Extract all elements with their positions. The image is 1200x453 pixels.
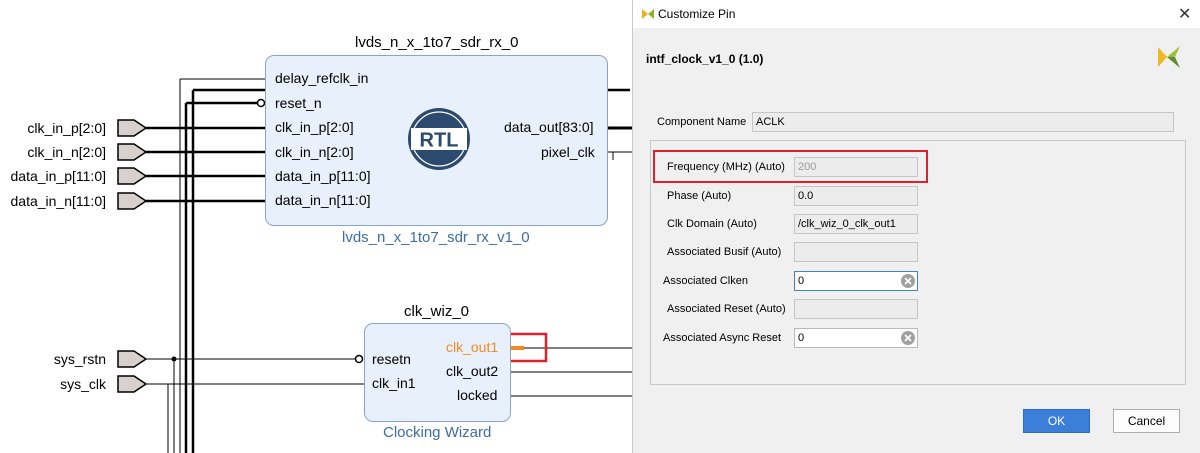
- clear-clken-icon[interactable]: [901, 274, 915, 288]
- associated-async-reset-field[interactable]: 0: [794, 328, 918, 348]
- vivado-logo-icon: [1158, 46, 1180, 68]
- pin-clk-out1[interactable]: clk_out1: [446, 339, 499, 355]
- cancel-button[interactable]: Cancel: [1113, 409, 1180, 433]
- dialog-title: Customize Pin: [658, 7, 736, 21]
- port-clk-in-p[interactable]: [117, 119, 265, 137]
- port-clk-in-n[interactable]: [117, 143, 265, 161]
- component-name-label: Component Name: [657, 116, 747, 128]
- ext-port-sys-rstn[interactable]: sys_rstn: [53, 351, 106, 367]
- port-sys-rstn[interactable]: [117, 350, 364, 368]
- component-name-field[interactable]: ACLK: [752, 112, 1174, 132]
- pin-clk-in-n[interactable]: clk_in_n[2:0]: [275, 144, 354, 160]
- ip-title: intf_clock_v1_0 (1.0): [646, 52, 764, 66]
- ext-port-sys-clk[interactable]: sys_clk: [60, 376, 106, 392]
- associated-clken-label: Associated Clken: [663, 275, 748, 287]
- pin-clk-out2[interactable]: clk_out2: [446, 363, 499, 379]
- frequency-label: Frequency (MHz) (Auto): [667, 161, 785, 173]
- ext-port-data-in-n[interactable]: data_in_n[11:0]: [10, 193, 107, 209]
- phase-label: Phase (Auto): [667, 190, 732, 202]
- clk-wiz-instance-name: clk_wiz_0: [404, 303, 470, 320]
- clk-wiz-block[interactable]: [364, 323, 511, 422]
- pin-pixel-clk[interactable]: pixel_clk: [541, 144, 595, 160]
- lvds-instance-name: lvds_n_x_1to7_sdr_rx_0: [355, 34, 519, 51]
- associated-reset-field[interactable]: [794, 299, 918, 319]
- dialog-titlebar[interactable]: Customize Pin ✕: [633, 0, 1200, 28]
- clk-domain-field[interactable]: /clk_wiz_0_clk_out1: [794, 214, 918, 234]
- clear-async-reset-icon[interactable]: [901, 331, 915, 345]
- pin-data-in-p[interactable]: data_in_p[11:0]: [275, 168, 371, 184]
- customize-pin-dialog[interactable]: Customize Pin ✕ intf_clock_v1_0 (1.0) Co…: [632, 0, 1200, 453]
- associated-busif-field[interactable]: [794, 242, 918, 262]
- rtl-logo-icon: RTL: [408, 108, 470, 170]
- pin-data-out[interactable]: data_out[83:0]: [504, 119, 594, 135]
- pin-data-in-n[interactable]: data_in_n[11:0]: [275, 192, 371, 208]
- associated-async-reset-value: 0: [798, 332, 805, 344]
- port-data-in-p[interactable]: [117, 167, 265, 185]
- port-sys-clk[interactable]: [117, 375, 364, 393]
- clk-wiz-module-name: Clocking Wizard: [383, 424, 492, 441]
- rtl-logo-text: RTL: [420, 130, 459, 152]
- pin-resetn[interactable]: resetn: [372, 351, 411, 367]
- pin-reset-n[interactable]: reset_n: [275, 95, 322, 111]
- lvds-module-name: lvds_n_x_1to7_sdr_rx_v1_0: [342, 229, 530, 246]
- pin-clk-in1[interactable]: clk_in1: [372, 375, 416, 391]
- clk-domain-label: Clk Domain (Auto): [667, 218, 757, 230]
- pin-parameters-panel: [650, 140, 1186, 385]
- associated-reset-label: Associated Reset (Auto): [667, 303, 786, 315]
- close-icon[interactable]: ✕: [1178, 6, 1192, 23]
- ext-port-clk-in-p[interactable]: clk_in_p[2:0]: [27, 120, 106, 136]
- vivado-app-icon: [642, 9, 654, 19]
- associated-clken-field[interactable]: 0: [794, 271, 918, 291]
- ext-port-data-in-p[interactable]: data_in_p[11:0]: [10, 168, 107, 184]
- pin-clk-in-p[interactable]: clk_in_p[2:0]: [275, 119, 354, 135]
- ok-button[interactable]: OK: [1023, 409, 1090, 433]
- associated-async-reset-label: Associated Async Reset: [663, 332, 782, 344]
- frequency-field[interactable]: 200: [794, 157, 918, 177]
- frequency-highlight: [653, 150, 928, 183]
- associated-busif-label: Associated Busif (Auto): [667, 246, 782, 258]
- ext-port-clk-in-n[interactable]: clk_in_n[2:0]: [27, 144, 106, 160]
- pin-locked[interactable]: locked: [457, 387, 498, 403]
- phase-field[interactable]: 0.0: [794, 186, 918, 206]
- associated-clken-value: 0: [798, 275, 805, 287]
- port-data-in-n[interactable]: [117, 192, 265, 210]
- pin-delay-refclk-in[interactable]: delay_refclk_in: [275, 70, 369, 86]
